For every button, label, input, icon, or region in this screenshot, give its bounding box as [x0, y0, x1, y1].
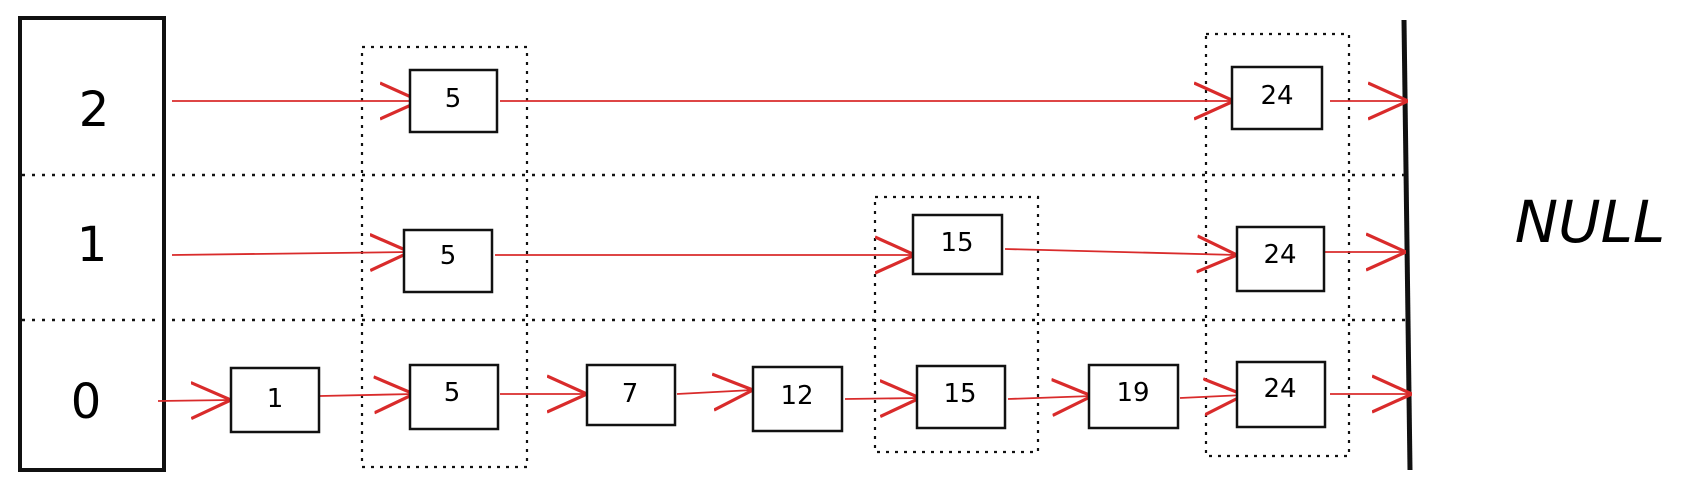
head-column	[18, 16, 166, 472]
tower-group-15	[873, 195, 1040, 454]
node-level-0-1: 1	[229, 366, 321, 434]
node-label: 15	[940, 228, 973, 258]
node-label: 19	[1116, 378, 1149, 408]
node-level-0-19: 19	[1087, 363, 1180, 430]
node-label: 24	[1263, 374, 1296, 404]
tower-group-5	[360, 45, 529, 469]
pointer-arrow	[1007, 396, 1092, 399]
null-terminator	[1401, 19, 1413, 471]
level-label-2: 2	[79, 82, 110, 138]
level-label-0: 0	[71, 374, 102, 430]
node-label: 5	[445, 84, 462, 114]
node-level-0-15: 15	[915, 364, 1007, 430]
node-level-1-5: 5	[402, 228, 494, 294]
pointer-arrow	[844, 398, 920, 399]
node-level-0-5: 5	[408, 363, 500, 431]
node-level-0-7: 7	[585, 363, 677, 427]
pointer-arrow	[157, 400, 231, 401]
level-0-pointers	[157, 390, 1412, 401]
node-label: 5	[444, 378, 461, 408]
node-label: 12	[780, 381, 813, 411]
node-level-1-15: 15	[911, 213, 1004, 276]
node-level-0-24: 24	[1235, 360, 1327, 429]
node-label: 24	[1260, 81, 1293, 111]
null-label: NULL	[1515, 188, 1665, 256]
level-label-1: 1	[77, 217, 108, 273]
level-1-pointers	[171, 249, 1406, 255]
node-level-2-5: 5	[408, 68, 499, 134]
node-label: 24	[1263, 240, 1296, 270]
pointer-arrow	[319, 394, 414, 396]
pointer-arrow	[171, 252, 410, 255]
pointer-arrow	[1179, 395, 1244, 398]
pointer-arrow	[676, 390, 753, 394]
node-level-2-24: 24	[1230, 65, 1324, 131]
node-label: 1	[267, 384, 284, 414]
node-level-1-24: 24	[1235, 225, 1326, 293]
node-label: 7	[622, 379, 639, 409]
node-label: 15	[943, 379, 976, 409]
node-level-0-12: 12	[751, 365, 844, 433]
pointer-arrow	[1004, 249, 1237, 255]
node-label: 5	[440, 241, 457, 271]
